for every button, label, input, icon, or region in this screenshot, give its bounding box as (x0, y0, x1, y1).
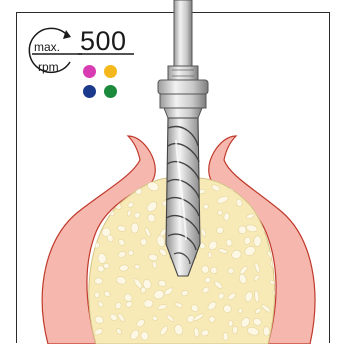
color-dot-magenta (83, 65, 96, 78)
rpm-label: rpm (38, 60, 59, 74)
bone-pore (263, 326, 270, 336)
bone-pore (94, 292, 99, 298)
bone-pore (201, 265, 209, 273)
bone-pore (94, 278, 103, 285)
color-dot-navy (83, 85, 96, 98)
bone-pore (131, 223, 139, 233)
bone-pore (223, 332, 229, 340)
bone-pore (272, 183, 280, 191)
color-dot-green (104, 85, 117, 98)
bone-pore (208, 252, 212, 258)
bone-pore (141, 287, 146, 293)
bone-pore (103, 263, 110, 269)
color-dot-yellow (104, 65, 117, 78)
bone-pore (275, 196, 283, 204)
drill-bit (166, 118, 200, 276)
drill-shaft (158, 0, 208, 118)
bone-pore (93, 187, 99, 194)
bone-pore (228, 320, 233, 326)
bone-pore (232, 326, 238, 334)
bone-pore (226, 239, 233, 247)
